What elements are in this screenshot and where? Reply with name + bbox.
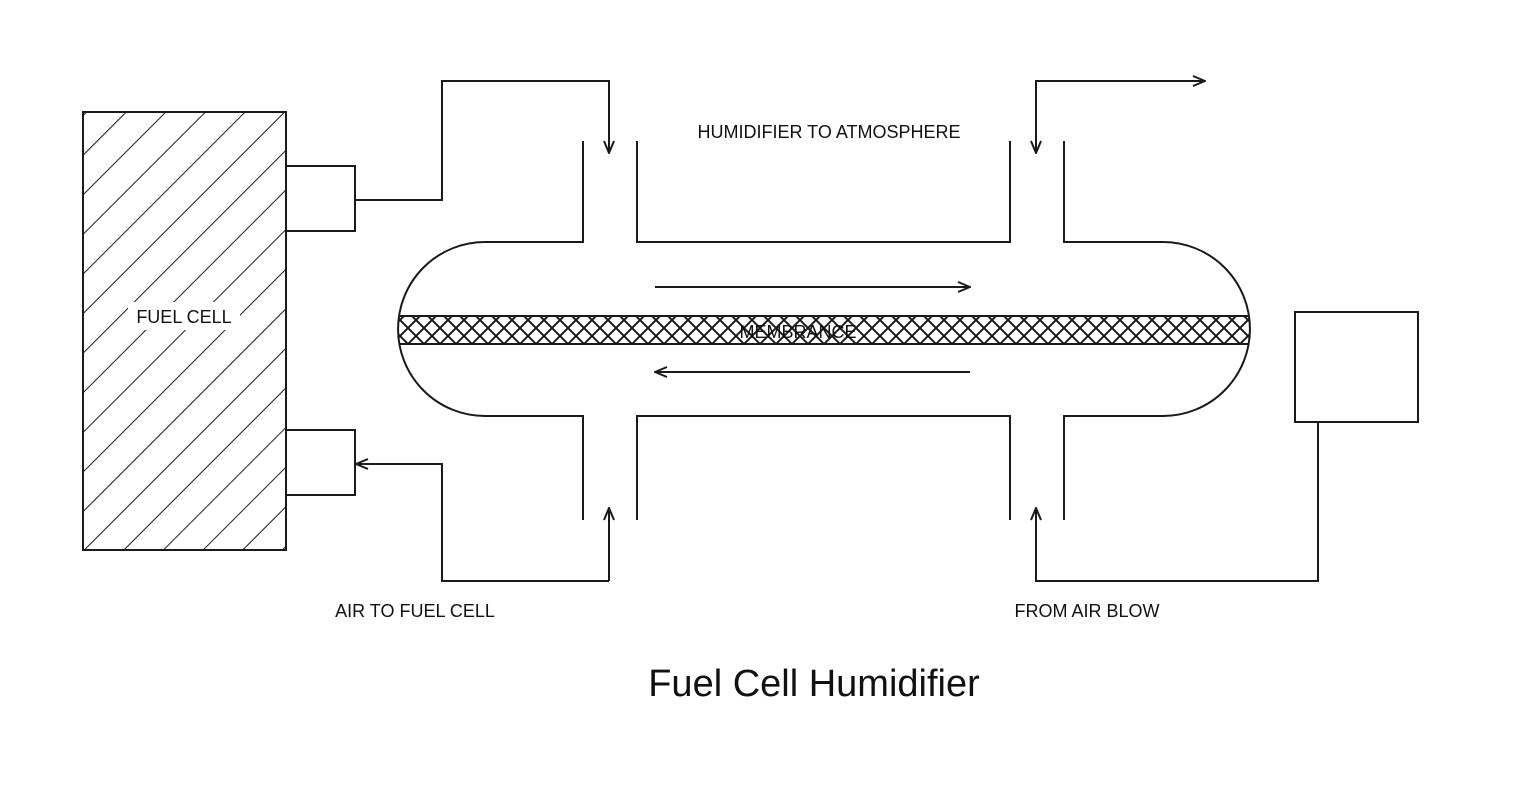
membrane-label: MEMBRANCE <box>739 322 856 342</box>
fuel-cell-outlet-port <box>285 165 356 232</box>
air-blower <box>1294 311 1419 423</box>
air-to-fuel-cell-label: AIR TO FUEL CELL <box>335 601 495 621</box>
from-air-blow-label: FROM AIR BLOW <box>1014 601 1159 621</box>
humidifier-to-atmosphere-label: HUMIDIFIER TO ATMOSPHERE <box>697 122 960 142</box>
fuel-cell: FUEL CELL <box>82 111 356 551</box>
pipe-from-air-blow <box>1036 422 1319 582</box>
membrane: MEMBRANCE <box>398 315 1250 345</box>
diagram-caption: Fuel Cell Humidifier <box>648 663 980 705</box>
pipe-fuel-cell-to-humidifier <box>355 80 609 201</box>
fuel-cell-label: FUEL CELL <box>136 307 231 327</box>
fuel-cell-inlet-port <box>285 429 356 496</box>
pipe-air-to-fuel-cell <box>356 464 609 582</box>
humidifier-body <box>397 141 1251 520</box>
pipe-humidifier-to-atmosphere <box>1035 81 1205 153</box>
